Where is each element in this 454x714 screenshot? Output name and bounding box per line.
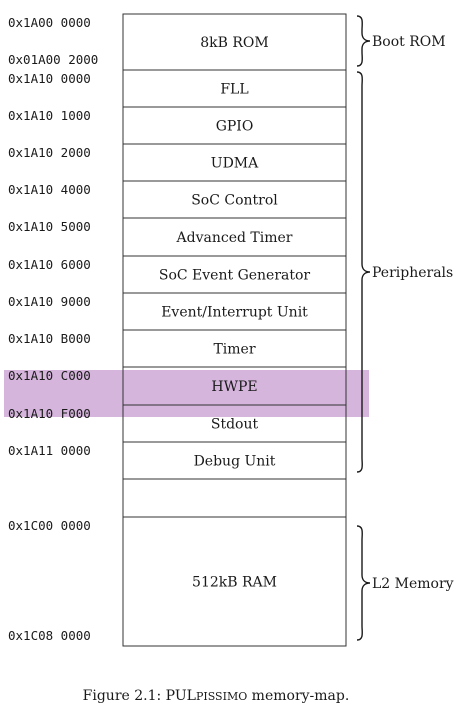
hwpe-highlight (4, 370, 369, 417)
region-label-udma: UDMA (211, 156, 259, 172)
address-gpio: 0x1A10 1000 (8, 108, 91, 123)
region-label-soc-event-generator: SoC Event Generator (159, 268, 311, 284)
address-512kb-ram: 0x1C00 0000 (8, 518, 91, 533)
address-fll: 0x1A10 0000 (8, 71, 91, 86)
group-label-peripherals: Peripherals (372, 265, 453, 281)
address-event-interrupt-unit: 0x1A10 9000 (8, 294, 91, 309)
brace-peripherals (356, 71, 371, 473)
address-timer: 0x1A10 B000 (8, 331, 91, 346)
address-hwpe: 0x1A10 C000 (8, 368, 91, 383)
region-label-timer: Timer (213, 342, 255, 358)
region-label-8kb-rom: 8kB ROM (200, 35, 268, 51)
region-label-debug-unit: Debug Unit (194, 454, 276, 470)
region-label-stdout: Stdout (211, 417, 259, 433)
group-braces: Boot ROM Peripherals L2 Memory (356, 15, 454, 641)
address-soc-event-generator: 0x1A10 6000 (8, 257, 91, 272)
address-soc-control: 0x1A10 4000 (8, 182, 91, 197)
address-8kb-rom: 0x1A00 0000 (8, 15, 91, 30)
address-end-8kb-rom: 0x01A00 2000 (8, 52, 98, 67)
region-label-fll: FLL (220, 82, 248, 98)
address-end-512kb-ram: 0x1C08 0000 (8, 628, 91, 643)
address-advanced-timer: 0x1A10 5000 (8, 219, 91, 234)
group-label-boot-rom: Boot ROM (372, 34, 446, 50)
region-label-soc-control: SoC Control (191, 193, 278, 209)
region-label-advanced-timer: Advanced Timer (176, 230, 293, 246)
region-box-blank (122, 478, 347, 518)
region-box-512kb-ram (122, 516, 347, 647)
address-debug-unit: 0x1A11 0000 (8, 443, 91, 458)
brace-l2-memory (356, 525, 371, 641)
address-stdout: 0x1A10 F000 (8, 406, 91, 421)
region-label-event-interrupt-unit: Event/Interrupt Unit (161, 305, 308, 321)
brace-boot-rom (356, 15, 371, 67)
address-udma: 0x1A10 2000 (8, 145, 91, 160)
figure-caption: Figure 2.1: PULPISSIMO memory-map. (83, 688, 350, 704)
address-labels: 0x1A00 0000 0x01A00 2000 0x1A10 0000 0x1A10… (8, 15, 98, 643)
group-label-l2-memory: L2 Memory (372, 576, 454, 592)
region-label-512kb-ram: 512kB RAM (192, 575, 277, 591)
region-label-hwpe: HWPE (211, 379, 257, 395)
region-label-gpio: GPIO (216, 119, 254, 135)
